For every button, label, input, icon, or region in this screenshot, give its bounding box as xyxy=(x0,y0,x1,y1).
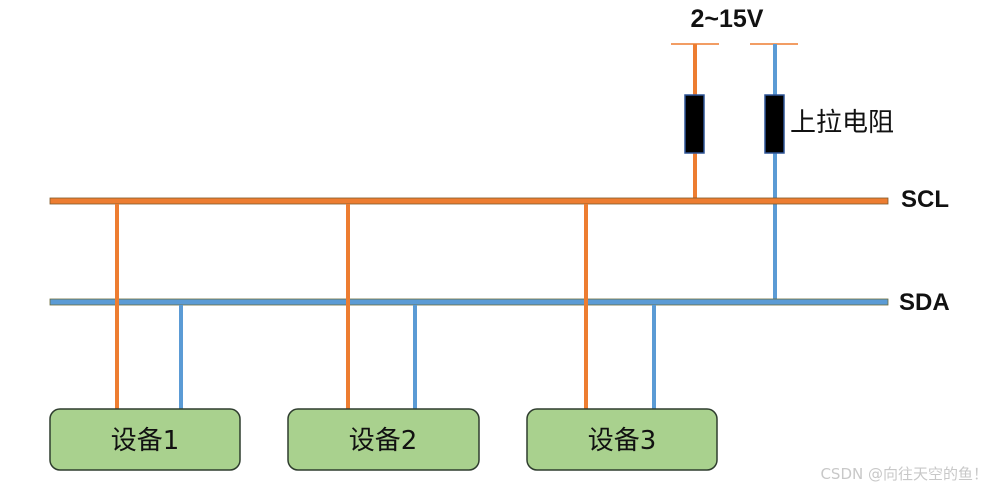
device-3-label: 设备3 xyxy=(588,426,657,456)
resistor-label: 上拉电阻 xyxy=(790,108,894,138)
sda-bus xyxy=(49,298,889,306)
device-1: 设备1 xyxy=(49,408,241,471)
voltage-label: 2~15V xyxy=(691,5,764,33)
scl-bus xyxy=(49,197,889,205)
sda-label: SDA xyxy=(899,289,950,316)
device-2: 设备2 xyxy=(287,408,480,471)
resistor-sda xyxy=(764,94,785,154)
scl-label: SCL xyxy=(901,186,949,213)
resistor-scl xyxy=(684,94,705,154)
device-3: 设备3 xyxy=(526,408,718,471)
watermark: CSDN @向往天空的鱼！ xyxy=(820,465,988,483)
device-1-label: 设备1 xyxy=(111,426,180,456)
device-2-label: 设备2 xyxy=(349,426,418,456)
